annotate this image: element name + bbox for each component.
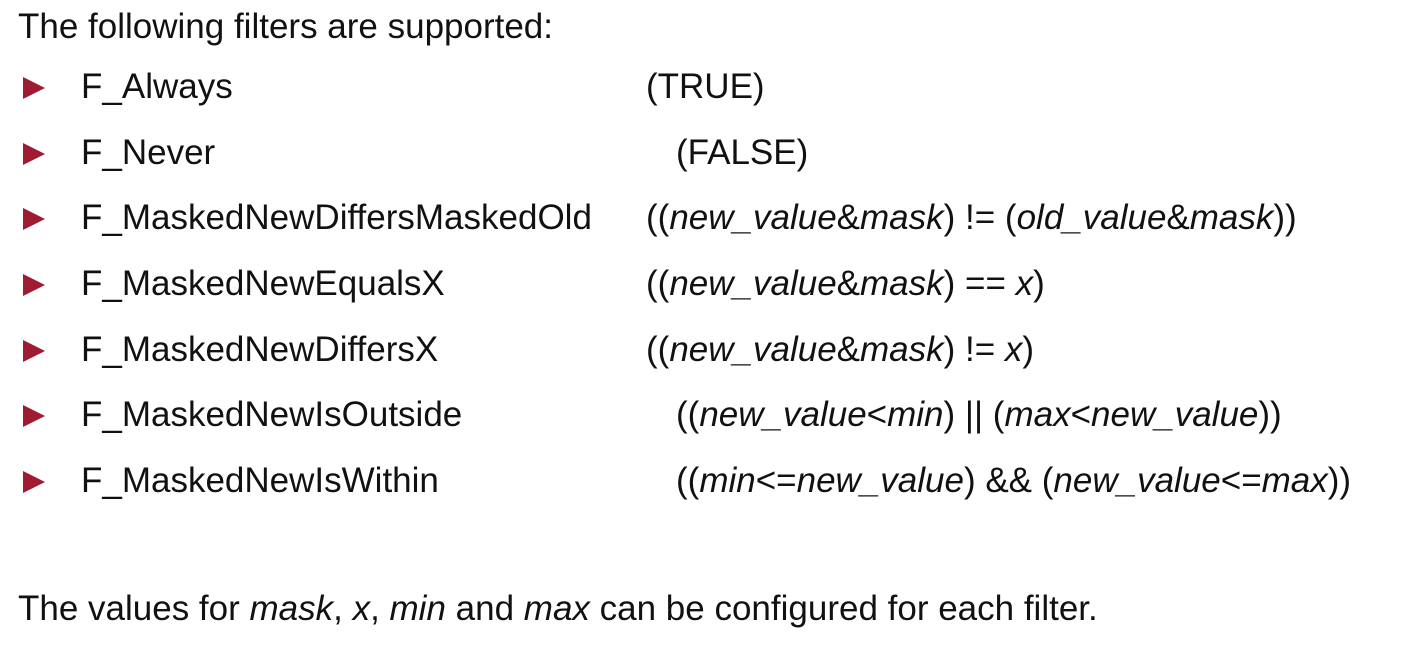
footer-variable: min xyxy=(389,589,446,628)
footer-variable: max xyxy=(523,589,590,628)
expression-part: <= xyxy=(1220,461,1262,501)
filter-name: F_MaskedNewIsWithin xyxy=(81,461,439,501)
expression-part: (( xyxy=(676,461,700,501)
expression-part: < xyxy=(866,395,888,435)
expression-variable: new_value xyxy=(1053,461,1221,501)
expression-variable: new_value xyxy=(1091,395,1259,435)
expression-variable: new_value xyxy=(699,395,867,435)
footer-text: and xyxy=(445,589,524,628)
expression-variable: mask xyxy=(860,329,944,369)
triangle-right-icon xyxy=(23,208,45,231)
expression-variable: min xyxy=(887,395,944,435)
filter-expression: ((new_value&mask) != (old_value&mask)) xyxy=(646,195,1297,241)
expression-variable: mask xyxy=(860,264,944,304)
expression-part: )) xyxy=(1258,395,1282,435)
filter-name: F_MaskedNewDiffersMaskedOld xyxy=(81,198,592,238)
expression-part: ) != ( xyxy=(943,198,1017,238)
expression-part: ) == xyxy=(943,264,1016,304)
expression-part: ) xyxy=(1022,329,1035,369)
expression-variable: new_value xyxy=(669,198,837,238)
filter-name: F_MaskedNewDiffersX xyxy=(81,329,439,369)
expression-part: )) xyxy=(1327,461,1352,501)
expression-variable: new_value xyxy=(669,329,837,369)
filter-expression: ((new_value<min) || (max<new_value)) xyxy=(676,392,1282,438)
expression-part: (( xyxy=(676,395,700,435)
expression-part: & xyxy=(1166,198,1190,238)
filter-row: F_Always (TRUE) xyxy=(0,64,1402,130)
triangle-right-icon xyxy=(23,142,45,165)
expression-variable: old_value xyxy=(1016,198,1167,238)
filter-name: F_MaskedNewIsOutside xyxy=(81,395,463,435)
intro-text: The following filters are supported: xyxy=(18,7,553,46)
expression-part: ) || ( xyxy=(943,395,1005,435)
expression-part: ) != xyxy=(943,329,1005,369)
filter-list: F_Always (TRUE) F_Never (FALSE) F_Masked… xyxy=(0,64,1402,524)
expression-part: (( xyxy=(646,264,670,304)
footer-note: The values for mask, x, min and max can … xyxy=(18,588,1098,630)
filter-row: F_MaskedNewIsWithin ((min<=new_value) &&… xyxy=(0,458,1402,524)
expression-part: (FALSE) xyxy=(676,132,809,172)
expression-variable: x xyxy=(1004,329,1023,369)
filter-expression: (FALSE) xyxy=(676,130,808,176)
expression-part: )) xyxy=(1273,198,1297,238)
expression-part: ) xyxy=(1033,264,1045,304)
expression-variable: new_value xyxy=(796,461,964,501)
footer-variable: x xyxy=(352,589,371,628)
filter-row: F_MaskedNewEqualsX ((new_value&mask) == … xyxy=(0,261,1402,327)
expression-variable: max xyxy=(1004,395,1071,435)
filter-expression: ((new_value&mask) == x) xyxy=(646,261,1045,307)
triangle-right-icon xyxy=(23,339,45,362)
expression-part: & xyxy=(836,264,861,304)
expression-variable: mask xyxy=(860,198,944,238)
expression-part: (( xyxy=(646,198,670,238)
footer-text: can be configured for each filter. xyxy=(589,589,1098,628)
footer-variable: mask xyxy=(249,589,334,628)
filter-name: F_MaskedNewEqualsX xyxy=(81,264,445,304)
filter-row: F_Never (FALSE) xyxy=(0,130,1402,196)
expression-part: (TRUE) xyxy=(646,67,765,106)
triangle-right-icon xyxy=(23,77,45,99)
expression-part: (( xyxy=(646,329,670,369)
expression-part: <= xyxy=(755,461,797,501)
footer-text: , xyxy=(333,589,353,628)
expression-part: ) && ( xyxy=(963,461,1054,501)
footer-text: The values for xyxy=(18,589,250,628)
filter-name: F_Always xyxy=(81,67,233,106)
expression-variable: new_value xyxy=(669,264,837,304)
expression-variable: max xyxy=(1261,461,1328,501)
filter-expression: ((new_value&mask) != x) xyxy=(646,327,1034,373)
filter-name: F_Never xyxy=(81,132,216,172)
expression-part: < xyxy=(1070,395,1092,435)
expression-part: & xyxy=(836,198,861,238)
footer-text: , xyxy=(370,589,390,628)
expression-variable: x xyxy=(1015,264,1034,304)
filter-row: F_MaskedNewDiffersMaskedOld ((new_value&… xyxy=(0,195,1402,261)
filter-row: F_MaskedNewDiffersX ((new_value&mask) !=… xyxy=(0,327,1402,393)
expression-variable: mask xyxy=(1189,198,1274,238)
expression-variable: min xyxy=(699,461,756,501)
expression-part: & xyxy=(836,329,861,369)
filter-row: F_MaskedNewIsOutside ((new_value<min) ||… xyxy=(0,392,1402,458)
triangle-right-icon xyxy=(23,274,45,297)
filter-expression: (TRUE) xyxy=(646,64,765,110)
triangle-right-icon xyxy=(23,405,45,428)
filter-expression: ((min<=new_value) && (new_value<=max)) xyxy=(676,458,1351,504)
triangle-right-icon xyxy=(23,471,45,494)
